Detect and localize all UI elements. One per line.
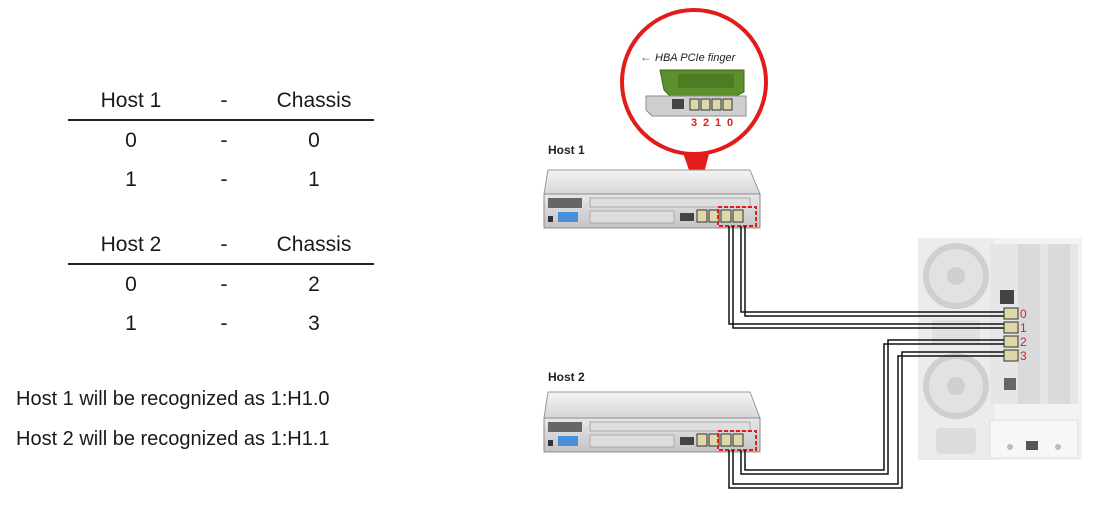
chassis-port-label: 0 <box>1020 307 1027 321</box>
chassis-port-label: 2 <box>1020 335 1027 349</box>
chassis-port-label: 3 <box>1020 349 1027 363</box>
cell-chassis-port: 1 <box>308 167 320 191</box>
cell-chassis-port: 2 <box>308 272 320 296</box>
table-row: 1 - 3 <box>68 304 374 343</box>
table-header: Host 1 - Chassis <box>68 82 374 121</box>
cable-host2-port1-inner <box>732 355 1004 485</box>
sas-cables <box>728 226 1004 489</box>
cell-host-port: 1 <box>125 167 137 191</box>
cell-host-port: 0 <box>125 272 137 296</box>
table-row: 0 - 2 <box>68 265 374 304</box>
cell-chassis-port: 0 <box>308 128 320 152</box>
host2-note: Host 2 will be recognized as 1:H1.1 <box>16 428 330 450</box>
cable-host1-port1 <box>728 226 1004 325</box>
cell-dash: - <box>220 311 228 335</box>
cell-dash: - <box>220 272 228 296</box>
header-host: Host 2 <box>100 232 162 256</box>
table-row: 1 - 1 <box>68 160 374 199</box>
hba-card-icon <box>645 69 747 117</box>
port-number: 0 <box>727 117 733 129</box>
callout-label: HBA PCIe finger <box>655 52 737 64</box>
cable-host1-port0-inner <box>744 226 1004 317</box>
cable-host2-port0 <box>740 339 1004 475</box>
host1-note: Host 1 will be recognized as 1:H1.0 <box>16 388 330 410</box>
cell-dash: - <box>220 128 228 152</box>
cable-host1-port0 <box>740 226 1004 313</box>
port-number: 3 <box>691 117 697 129</box>
table-row: 0 - 0 <box>68 121 374 160</box>
cable-host2-port0-inner <box>744 343 1004 471</box>
cable-host2-port1 <box>728 351 1004 489</box>
port-number: 1 <box>715 117 721 129</box>
header-host: Host 1 <box>100 88 162 112</box>
callout-arrow-icon: ← <box>640 50 652 64</box>
host2-label: Host 2 <box>548 370 585 384</box>
header-dash: - <box>220 88 228 112</box>
cell-chassis-port: 3 <box>308 311 320 335</box>
storage-chassis: 0 1 2 3 <box>918 238 1082 460</box>
host1-mapping-table: Host 1 - Chassis 0 - 0 1 - 1 <box>68 82 374 199</box>
port-number: 2 <box>703 117 709 129</box>
port-highlight <box>717 430 757 451</box>
header-dash: - <box>220 232 228 256</box>
chassis-port-label: 1 <box>1020 321 1027 335</box>
header-chassis: Chassis <box>276 88 352 112</box>
port-highlight <box>717 206 757 227</box>
host1-server <box>543 169 761 229</box>
host2-server <box>543 391 761 453</box>
host2-mapping-table: Host 2 - Chassis 0 - 2 1 - 3 <box>68 226 374 343</box>
hba-callout: ← HBA PCIe finger 3 2 1 0 <box>620 8 768 196</box>
cell-host-port: 1 <box>125 311 137 335</box>
cell-host-port: 0 <box>125 128 137 152</box>
cell-dash: - <box>220 167 228 191</box>
table-header: Host 2 - Chassis <box>68 226 374 265</box>
cable-host1-port1-inner <box>732 226 1004 329</box>
header-chassis: Chassis <box>276 232 352 256</box>
host1-label: Host 1 <box>548 143 585 157</box>
